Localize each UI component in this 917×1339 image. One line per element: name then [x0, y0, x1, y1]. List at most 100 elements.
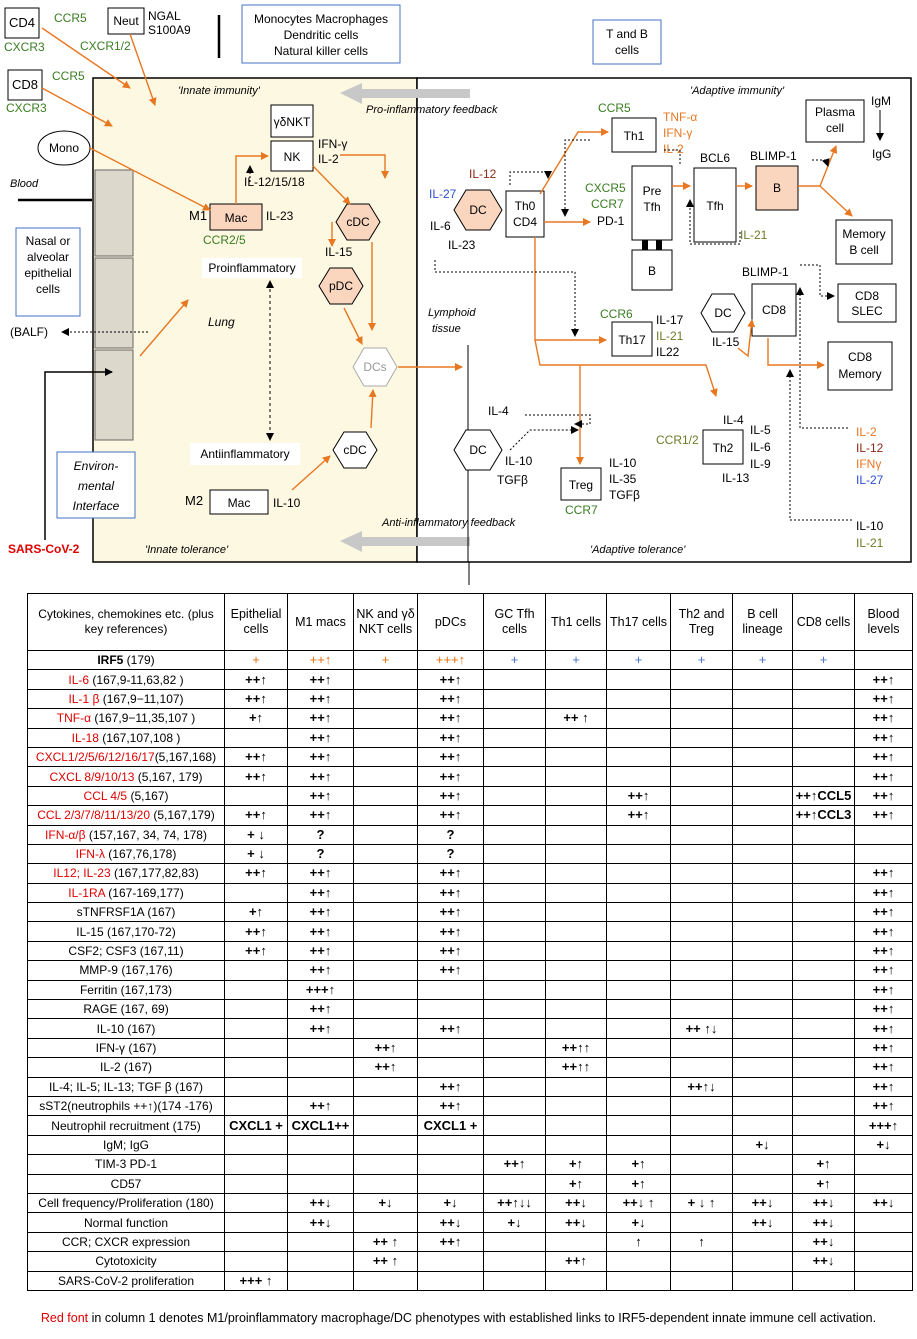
table-cell	[224, 727, 288, 748]
table-cell	[224, 999, 288, 1020]
row-label: IFN-α/β (157,167, 34, 74, 178)	[27, 824, 225, 845]
table-cell	[670, 708, 733, 729]
row-label: IL-15 (167,170-72)	[27, 921, 225, 942]
table-cell: +++ ↑	[224, 1270, 288, 1291]
table-row: IL-10 (167)++↑++↑++ ↑↓++↑	[27, 1018, 913, 1039]
table-cell	[545, 843, 607, 865]
table-cell	[483, 1095, 546, 1117]
svg-text:IgG: IgG	[872, 147, 891, 161]
table-cell: ++↑	[224, 805, 288, 826]
table-cell	[606, 1018, 671, 1039]
svg-text:IL-13: IL-13	[722, 471, 750, 485]
table-cell: ++↑	[353, 1057, 418, 1078]
table-cell	[545, 1231, 607, 1253]
table-cell: ++↑	[287, 805, 354, 826]
svg-text:CCR5: CCR5	[52, 69, 85, 83]
table-row: IRF5 (179)+++↑++++↑++++++	[27, 649, 913, 671]
table-cell: ↑	[670, 1231, 733, 1253]
table-cell	[792, 843, 855, 865]
table-cell	[732, 960, 793, 981]
table-cell	[792, 1115, 855, 1136]
table-cell	[483, 902, 546, 923]
table-cell	[670, 1173, 733, 1194]
table-cell: +++↑	[854, 1115, 913, 1136]
svg-text:Lung: Lung	[208, 315, 235, 329]
svg-text:Lymphoid: Lymphoid	[428, 307, 476, 319]
svg-text:IL-10: IL-10	[505, 454, 533, 468]
table-cell	[792, 902, 855, 923]
table-cell	[732, 1115, 793, 1136]
table-cell: +++↑	[417, 649, 484, 671]
table-cell	[670, 1212, 733, 1233]
table-cell: + ↓	[224, 824, 288, 845]
table-cell	[670, 727, 733, 748]
immune-pathway-diagram: CD4 CCR5 CXCR3 Neut NGAL S100A9 CXCR1/2 …	[4, 4, 912, 585]
row-label: IgM; IgG	[27, 1134, 225, 1156]
row-label: IFN-γ (167)	[27, 1037, 225, 1059]
svg-text:cells: cells	[615, 43, 639, 57]
table-cell	[854, 1270, 913, 1291]
table-cell: ++↓ ↑	[606, 1192, 671, 1214]
svg-text:CCR5: CCR5	[54, 11, 87, 25]
table-cell	[224, 1018, 288, 1039]
table-cell: ++↑↓	[670, 1076, 733, 1097]
table-cell: +↑	[545, 1173, 607, 1194]
table-cell	[353, 940, 418, 962]
table-row: IL-6 (167,9-11,63,82 )++↑++↑++↑++↑	[27, 669, 913, 690]
table-cell	[287, 1270, 354, 1291]
table-cell	[606, 669, 671, 690]
table-cell	[670, 1037, 733, 1059]
svg-text:IL-4: IL-4	[488, 404, 509, 418]
table-cell: CXCL1 +	[417, 1115, 484, 1136]
table-cell	[732, 921, 793, 942]
table-cell	[606, 999, 671, 1020]
svg-text:γδNKT: γδNKT	[274, 115, 311, 129]
svg-text:IFNγ: IFNγ	[856, 457, 881, 471]
table-cell	[353, 1095, 418, 1117]
table-cell	[545, 824, 607, 845]
table-cell: ++↑	[483, 1154, 546, 1175]
svg-text:Plasma: Plasma	[815, 105, 855, 119]
svg-text:IL-15: IL-15	[712, 335, 740, 349]
table-cell: ++ ↑	[353, 1251, 418, 1272]
table-cell	[353, 785, 418, 807]
svg-text:T and B: T and B	[606, 27, 648, 41]
table-cell: +	[670, 649, 733, 671]
svg-text:Mac: Mac	[225, 211, 248, 225]
table-cell	[606, 960, 671, 981]
svg-text:IL-2: IL-2	[856, 425, 877, 439]
table-cell: ++↑	[606, 805, 671, 826]
table-cell	[792, 863, 855, 884]
table-cell	[224, 1134, 288, 1156]
table-cell: ++↑	[854, 882, 913, 904]
table-cell	[732, 999, 793, 1020]
svg-text:'Adaptive immunity': 'Adaptive immunity'	[690, 85, 785, 97]
table-cell: ?	[287, 843, 354, 865]
svg-text:Interface: Interface	[73, 499, 120, 513]
table-cell: ++↓	[792, 1192, 855, 1214]
table-cell	[545, 960, 607, 981]
row-label: Cell frequency/Proliferation (180)	[27, 1192, 225, 1214]
table-cell	[545, 727, 607, 748]
table-cell: ++↑	[224, 669, 288, 690]
svg-text:SLEC: SLEC	[851, 304, 883, 318]
table-cell: ++↑	[606, 785, 671, 807]
svg-text:IL-2: IL-2	[663, 142, 684, 156]
table-cell	[545, 1115, 607, 1136]
svg-text:IL-35: IL-35	[609, 472, 637, 486]
table-cell: ++↑↑	[545, 1057, 607, 1078]
table-cell	[287, 1057, 354, 1078]
table-cell	[353, 1076, 418, 1097]
column-header: B cell lineage	[732, 593, 793, 651]
table-cell	[224, 1154, 288, 1175]
table-cell	[606, 940, 671, 962]
table-cell	[792, 727, 855, 748]
svg-text:BLIMP-1: BLIMP-1	[742, 265, 789, 279]
table-cell	[545, 921, 607, 942]
table-cell	[606, 1115, 671, 1136]
table-cell	[732, 1251, 793, 1272]
svg-text:Th17: Th17	[618, 333, 646, 347]
table-cell: ++↑CCL5	[792, 785, 855, 807]
table-cell	[287, 1173, 354, 1194]
svg-text:alveolar: alveolar	[27, 250, 69, 264]
